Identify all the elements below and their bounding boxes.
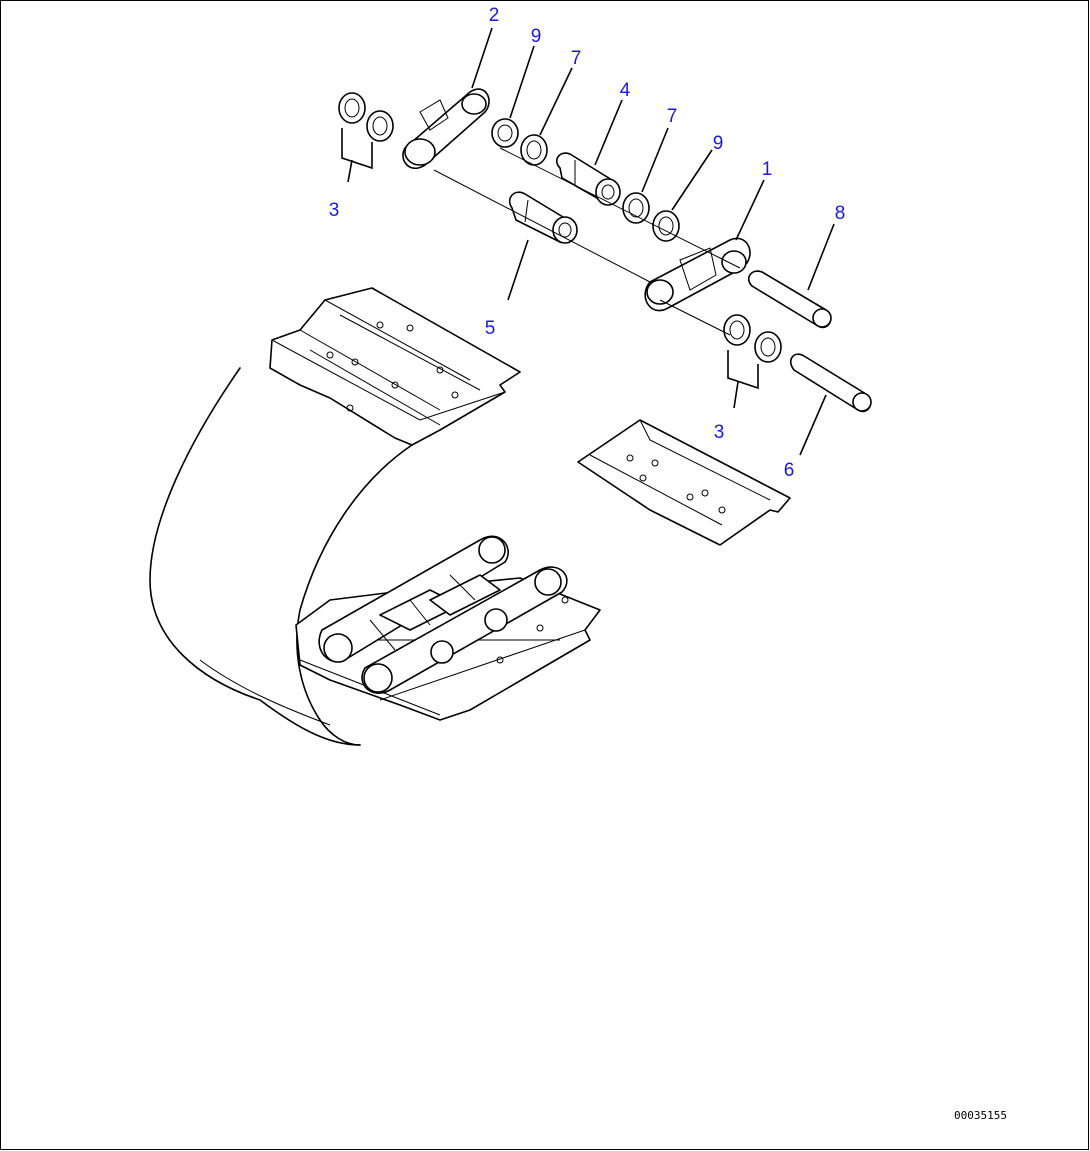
drawing-reference-code: 00035155 [954, 1109, 1007, 1122]
part-4-bushing [555, 99, 623, 206]
part-7-seal-lower [622, 127, 669, 224]
callout-8: 8 [835, 203, 846, 224]
part-6-pin [789, 353, 872, 456]
track-shoes-upper [269, 287, 521, 446]
callout-9-lower: 9 [713, 133, 724, 154]
part-1-link [644, 179, 765, 312]
part-3-seals-lower [723, 314, 782, 409]
callout-3-lower: 3 [714, 422, 725, 443]
part-9-washer-lower [652, 149, 713, 242]
assembly-centerlines [433, 147, 741, 336]
callout-1: 1 [762, 159, 773, 180]
part-3-seals-upper [338, 92, 394, 183]
chain-links-assembled [318, 535, 568, 694]
callout-4: 4 [620, 80, 631, 101]
track-assembly [149, 287, 601, 746]
callout-3: 3 [329, 200, 340, 221]
callout-9: 9 [531, 26, 542, 47]
callout-6: 6 [784, 460, 795, 481]
loose-shoe-plate [577, 419, 791, 546]
part-2-link [402, 27, 493, 170]
part-7-seal-upper [520, 67, 573, 166]
part-5-bushing [507, 191, 578, 301]
callout-7-lower: 7 [667, 106, 678, 127]
callout-5: 5 [485, 318, 496, 339]
callout-2: 2 [489, 5, 500, 26]
part-8-pin [747, 223, 835, 329]
track-belt-edge [199, 659, 331, 726]
callout-7: 7 [571, 48, 582, 69]
track-belt-outer [149, 367, 361, 746]
part-9-washer-upper [491, 45, 535, 148]
